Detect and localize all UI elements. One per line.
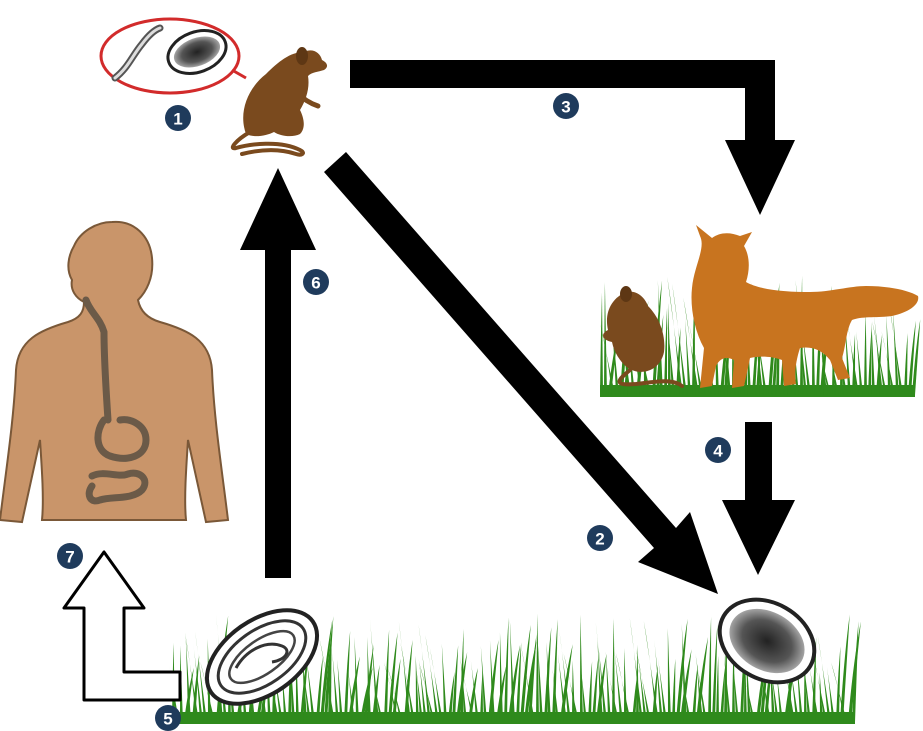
arrow-egg-to-rodent — [240, 168, 316, 578]
step-number: 7 — [65, 548, 74, 567]
step-number: 5 — [163, 710, 172, 729]
larva-egg-callout — [101, 19, 246, 93]
step-number: 1 — [173, 110, 182, 129]
step-badge-5: 5 — [155, 705, 181, 731]
rodent-icon — [233, 47, 327, 155]
arrow-rodent-to-fox — [350, 60, 795, 215]
step-number: 4 — [713, 442, 723, 461]
step-badge-7: 7 — [57, 543, 83, 569]
step-badge-2: 2 — [587, 525, 613, 551]
step-badge-3: 3 — [553, 93, 579, 119]
human-icon — [0, 222, 228, 522]
step-badge-1: 1 — [165, 105, 191, 131]
fox-scene — [600, 225, 920, 397]
step-number: 3 — [561, 98, 570, 117]
step-number: 2 — [595, 530, 604, 549]
step-badge-6: 6 — [303, 269, 329, 295]
step-badge-4: 4 — [705, 437, 731, 463]
step-number: 6 — [311, 274, 320, 293]
arrow-fox-to-egg — [722, 422, 795, 575]
arrow-egg-to-human — [64, 552, 180, 700]
